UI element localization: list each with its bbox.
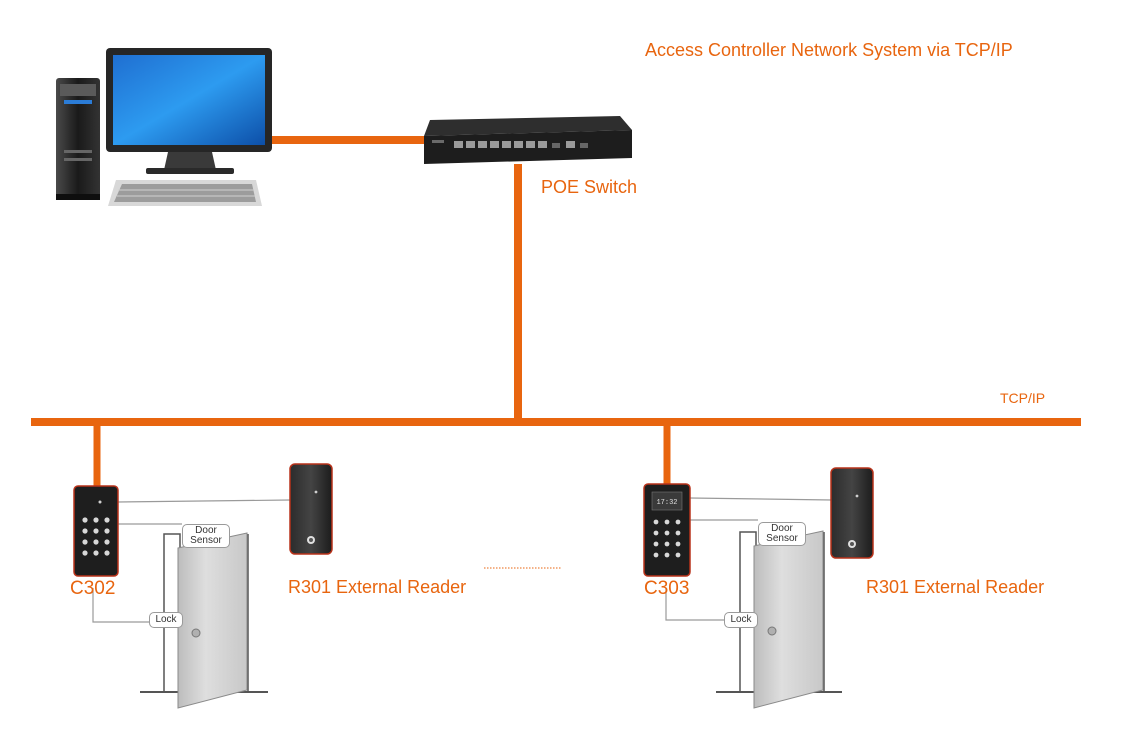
door-sensor-tag-1-line2: Sensor: [190, 535, 222, 546]
door-sensor-tag-2-line1: Door: [771, 523, 793, 534]
c302-controller: [73, 485, 119, 577]
door-sensor-tag-2-line2: Sensor: [766, 533, 798, 544]
lock-tag-2: Lock: [724, 612, 758, 628]
network-links: [31, 136, 1081, 486]
poe-switch-label: POE Switch: [541, 177, 638, 197]
c303-controller: 17:32: [643, 483, 691, 577]
diagram-title: Access Controller Network System via TCP…: [645, 40, 1013, 60]
r301-reader-2: [830, 467, 874, 559]
c303-screen-text: 17:32: [656, 499, 677, 507]
unit1-wiring: [92, 499, 291, 623]
r301-reader-1: [289, 463, 333, 555]
door-sensor-tag-1: Door Sensor: [182, 524, 230, 548]
unit2-wiring: [665, 497, 833, 621]
c303-label: C303: [644, 578, 690, 599]
pc-tower: [56, 78, 100, 200]
lock-tag-1: Lock: [149, 612, 183, 628]
computer: [56, 48, 272, 206]
reader-2-label: R301 External Reader: [866, 577, 1045, 597]
tcp-ip-label: TCP/IP: [1000, 390, 1046, 406]
door-sensor-tag-1-line1: Door: [195, 525, 217, 536]
poe-switch-device: [424, 116, 632, 164]
pc-keyboard: [108, 180, 262, 206]
reader-1-label: R301 External Reader: [288, 577, 467, 597]
c302-label: C302: [70, 578, 116, 599]
pc-monitor: [106, 48, 272, 174]
door-sensor-tag-2: Door Sensor: [758, 522, 806, 546]
